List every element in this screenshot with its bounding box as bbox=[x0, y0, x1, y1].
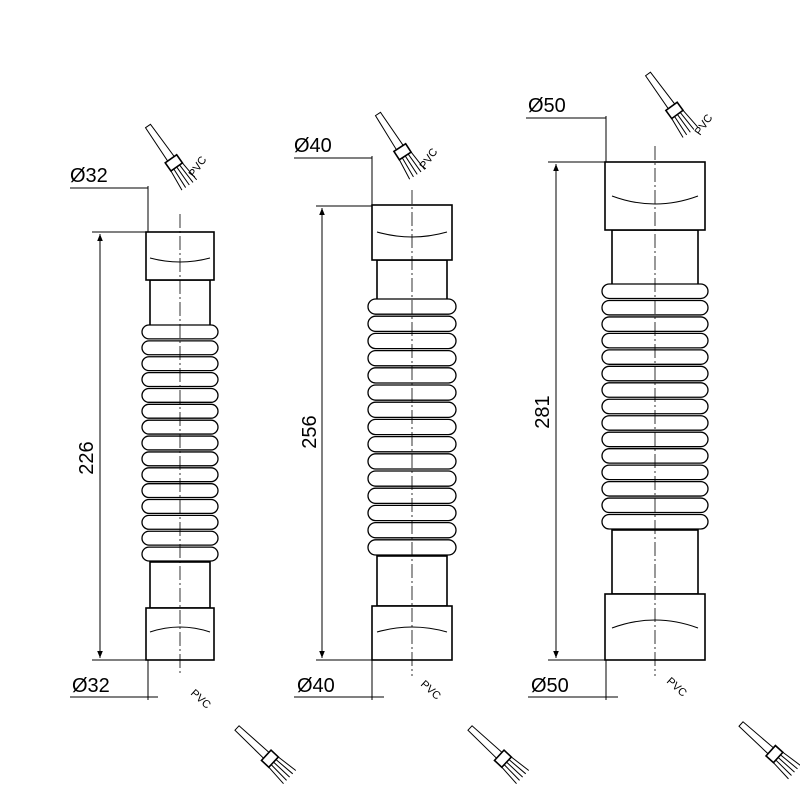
bottom-brush-3 bbox=[738, 721, 800, 780]
bottom-diameter-label-1: Ø32 bbox=[72, 675, 110, 697]
top-brush-2 bbox=[374, 111, 426, 180]
pipe-3: 281 Ø50 Ø50 PVC bbox=[526, 71, 800, 780]
top-diameter-1: Ø32 bbox=[70, 165, 149, 232]
bottom-brush-1 bbox=[234, 725, 297, 785]
bottom-diameter-3: Ø50 bbox=[528, 660, 618, 700]
bottom-brush-label-1: PVC bbox=[188, 687, 213, 711]
length-dimension-3: 281 bbox=[532, 161, 606, 661]
bottom-diameter-label-3: Ø50 bbox=[531, 675, 569, 697]
bottom-brush-label-3: PVC bbox=[664, 675, 689, 699]
pipe-body-2 bbox=[367, 190, 457, 676]
length-dimension-2: 256 bbox=[299, 205, 374, 661]
bottom-brush-label-2: PVC bbox=[418, 678, 443, 702]
top-brush-label-2: PVC bbox=[418, 146, 441, 171]
top-diameter-label-1: Ø32 bbox=[70, 165, 108, 187]
top-diameter-label-3: Ø50 bbox=[528, 95, 566, 117]
pipe-body-1 bbox=[141, 214, 219, 676]
top-diameter-3: Ø50 bbox=[526, 95, 607, 162]
length-dimension-1: 226 bbox=[76, 231, 148, 661]
bottom-diameter-label-2: Ø40 bbox=[297, 675, 335, 697]
length-label-2: 256 bbox=[299, 415, 321, 448]
length-label-1: 226 bbox=[76, 441, 98, 474]
top-brush-label-3: PVC bbox=[693, 112, 716, 137]
pipe-2: 256 Ø40 Ø40 PVC bbox=[294, 111, 530, 785]
top-brush-label-1: PVC bbox=[187, 154, 210, 179]
top-diameter-2: Ø40 bbox=[294, 135, 373, 206]
pipe-body-3 bbox=[601, 146, 709, 676]
bottom-diameter-2: Ø40 bbox=[294, 660, 384, 700]
top-brush-1 bbox=[144, 123, 198, 191]
bottom-brush-2 bbox=[467, 725, 530, 785]
bottom-diameter-1: Ø32 bbox=[70, 660, 158, 700]
top-brush-3 bbox=[644, 71, 698, 138]
length-label-3: 281 bbox=[532, 395, 554, 428]
pipe-1: 226 Ø32 Ø32 PV bbox=[70, 123, 297, 785]
top-diameter-label-2: Ø40 bbox=[294, 135, 332, 157]
